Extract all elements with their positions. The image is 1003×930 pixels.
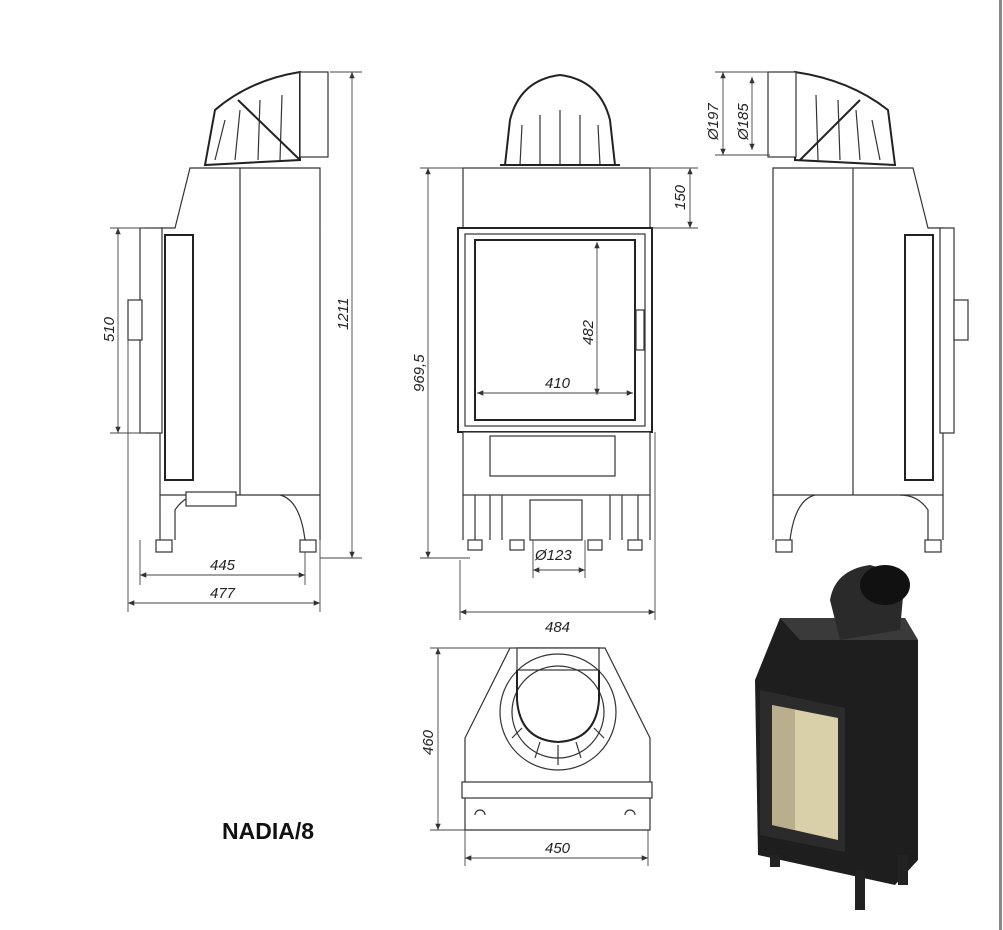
dim-glass-width: 410: [545, 375, 571, 392]
right-view-dimensions: Ø197 Ø185: [705, 71, 770, 156]
fireplace-3d-render: [755, 565, 918, 910]
dim-glass-height: 482: [580, 319, 597, 345]
dim-side-door-height: 510: [101, 316, 118, 342]
model-title: NADIA/8: [222, 818, 315, 844]
side-view-left: [127, 70, 329, 553]
right-border: [999, 0, 1002, 930]
dim-front-height: 969,5: [411, 354, 428, 392]
dim-top-cap-height: 150: [672, 184, 689, 210]
front-view: [457, 73, 653, 551]
side-view-dimensions: 1211 510 445 477: [101, 71, 362, 612]
dim-side-depth-inner: 445: [210, 557, 236, 574]
dim-top-width: 450: [545, 840, 571, 857]
dim-total-height: 1211: [335, 298, 352, 330]
dim-top-depth: 460: [420, 729, 437, 755]
dim-side-depth-outer: 477: [210, 585, 236, 602]
dim-flue-inner: Ø185: [735, 103, 752, 141]
dim-front-width: 484: [545, 619, 570, 636]
top-view-dimensions: 460 450: [420, 647, 649, 866]
dim-air-inlet: Ø123: [534, 547, 572, 564]
dim-flue-outer: Ø197: [705, 103, 722, 141]
front-view-dimensions: 969,5 150 482 410 Ø123 484: [411, 167, 698, 636]
side-view-right: [767, 70, 969, 553]
top-view: [461, 647, 653, 831]
